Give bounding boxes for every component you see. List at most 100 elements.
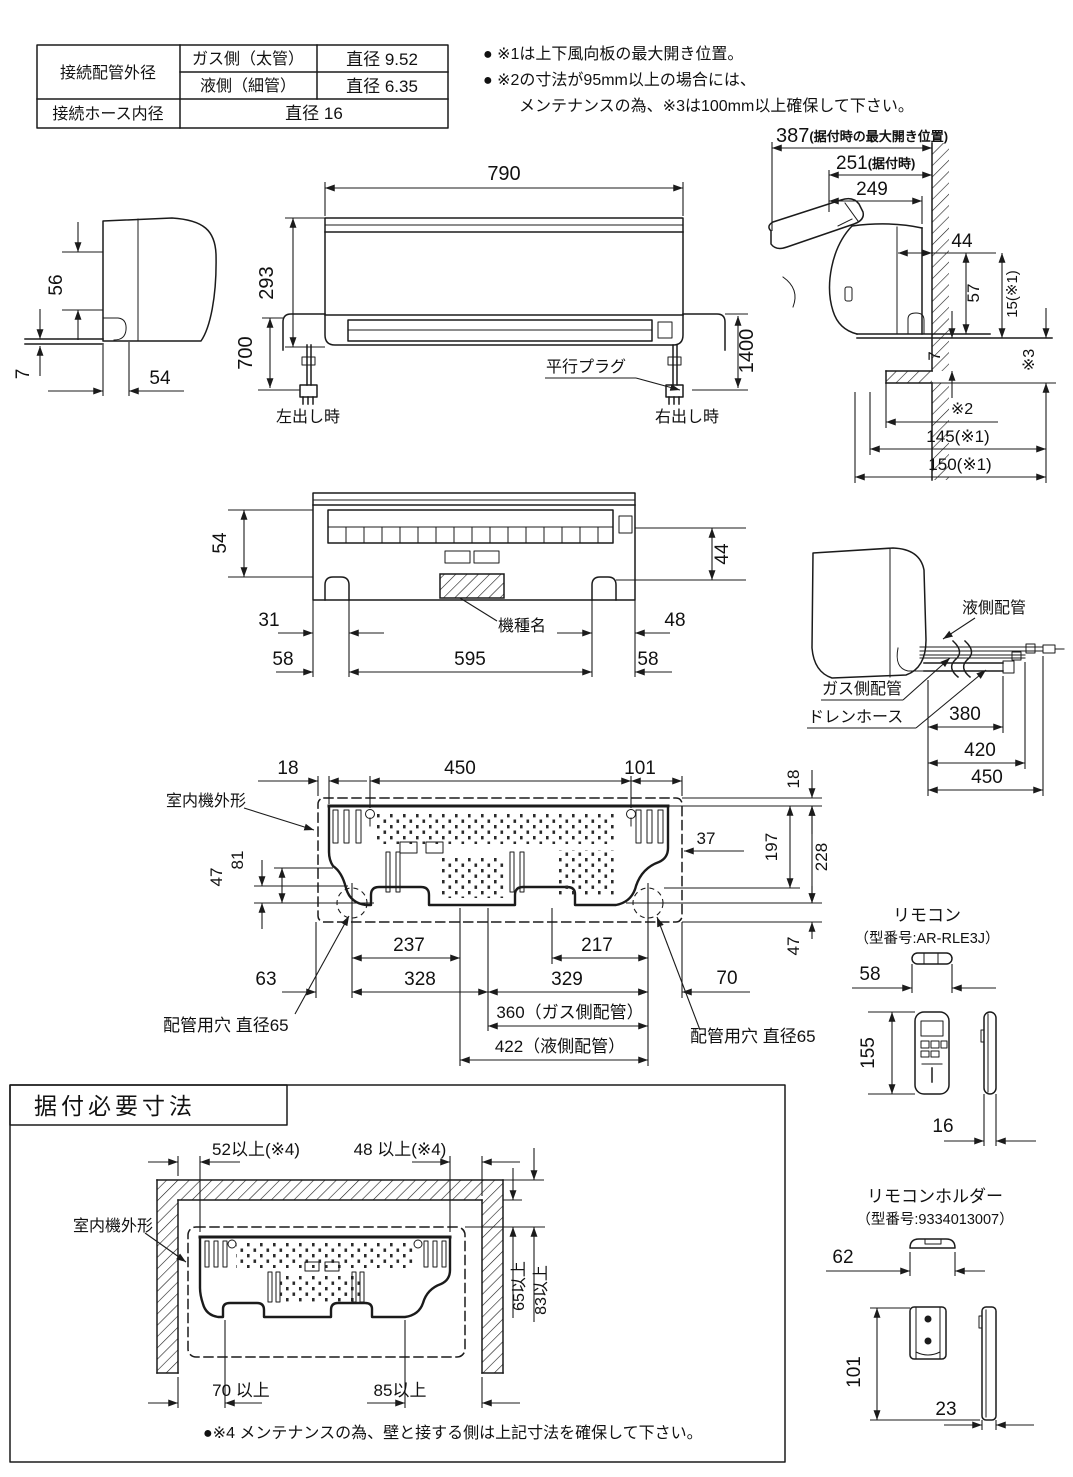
dimensions: 機種名 54 44 31 48 58 595 58 [210, 509, 746, 677]
front-view: 790 293 700 1400 平行プラグ 左出し時 右出し時 [235, 163, 758, 426]
plug-label: 平行プラグ [546, 358, 626, 376]
dim-217: 217 [581, 935, 613, 956]
install-title: 据付必要寸法 [34, 1093, 196, 1119]
dim-450-pipe: 450 [971, 767, 1003, 788]
dim-16: 16 [932, 1116, 953, 1137]
holder-front-view [909, 1306, 947, 1360]
grille-ticks [345, 526, 599, 544]
remote-title: リモコン [893, 906, 961, 925]
holder-title: リモコンホルダー [867, 1187, 1003, 1206]
dim-85: 85以上 [374, 1381, 427, 1400]
open-flap [768, 197, 865, 250]
dim-450: 450 [444, 758, 476, 779]
wall [885, 142, 949, 481]
dim-7b: 7 [925, 351, 944, 360]
notes: ● ※1は上下風向板の最大開き位置。 ● ※2の寸法が95mm以上の場合には、 … [483, 45, 914, 115]
note-3: メンテナンスの為、※3は100mm以上確保して下さい。 [519, 97, 914, 115]
dim-380: 380 [949, 704, 981, 725]
spec-liquid-label: 液側（細管） [200, 77, 296, 95]
holder-section: リモコンホルダー （型番号:9334013007） 62 101 23 [826, 1187, 1034, 1430]
dimensions: 387(据付時の最大開き位置) 251(据付時) 249 44 57 15(※1… [771, 125, 1056, 483]
dim-58-right: 58 [637, 649, 658, 670]
title-box [9, 1084, 288, 1126]
dim-47-left: 47 [207, 868, 226, 887]
mounting-plate [198, 1235, 452, 1319]
dim-18-right: 18 [784, 770, 803, 789]
dim-54-top: 54 [210, 532, 231, 554]
unit-outline [811, 547, 927, 679]
dim-249: 249 [856, 179, 888, 200]
dimensions: 室内機外形 52以上(※4) 48 以上(※4) 65以上 83以上 70 以上… [73, 1140, 703, 1442]
dim-note2: ※2 [951, 401, 973, 418]
dim-387-note: (据付時の最大開き位置) [809, 129, 948, 144]
rear-view: 室内機外形 18 450 101 18 197 228 47 37 [163, 758, 831, 1066]
section-border [9, 1084, 786, 1463]
dim-56: 56 [46, 274, 67, 295]
mounting-plate [327, 804, 670, 923]
dim-52: 52以上(※4) [212, 1140, 300, 1159]
dim-62: 62 [832, 1247, 853, 1268]
dim-387-value: 387 [776, 125, 809, 147]
install-note: ●※4 メンテナンスの為、壁と接する側は上記寸法を確保して下さい。 [203, 1423, 703, 1442]
dim-328: 328 [404, 969, 436, 990]
walls [156, 1179, 504, 1374]
left-foot [324, 576, 350, 601]
dim-101: 101 [624, 758, 656, 779]
pipe-hole-left-label: 配管用穴 直径65 [163, 1016, 289, 1035]
dim-54: 54 [149, 368, 171, 389]
dim-237: 237 [393, 935, 425, 956]
holder-side-view [978, 1306, 997, 1421]
dim-44: 44 [951, 231, 973, 252]
right-foot [591, 576, 617, 601]
dim-420: 420 [964, 740, 996, 761]
power-cords [299, 344, 684, 405]
piping-view: 液側配管 ガス側配管 ドレンホース 380 420 450 [807, 547, 1065, 796]
dim-251-note: (据付時) [868, 156, 916, 171]
dimensions: 62 101 23 [826, 1247, 1034, 1430]
dim-58-left: 58 [272, 649, 293, 670]
dim-48-install: 48 以上(※4) [354, 1140, 447, 1159]
holder-model: （型番号:9334013007） [856, 1211, 1013, 1228]
dimensions: 56 7 54 [13, 222, 184, 396]
pipe-hole-left [330, 883, 374, 923]
dim-7: 7 [13, 369, 34, 380]
unit-outline [24, 217, 217, 345]
dim-47-right: 47 [784, 937, 803, 956]
spec-table: 接続配管外径 ガス側（太管） 直径 9.52 液側（細管） 直径 6.35 接続… [36, 44, 449, 129]
dim-251-value: 251 [836, 153, 868, 174]
dim-15: 15(※1) [1004, 270, 1021, 318]
pipe-hole-right [626, 883, 670, 923]
spec-hose-value: 直径 16 [285, 104, 343, 123]
wall-side-view: 387(据付時の最大開き位置) 251(据付時) 249 44 57 15(※1… [768, 125, 1056, 483]
dim-58-remote: 58 [859, 964, 880, 985]
dim-197: 197 [762, 833, 781, 861]
dim-329: 329 [551, 969, 583, 990]
unit-outline [768, 197, 1053, 339]
drain-hose-label: ドレンホース [808, 709, 903, 726]
dim-81: 81 [228, 851, 247, 870]
dim-18-left: 18 [277, 758, 298, 779]
model-name-plate [439, 573, 505, 599]
dim-83: 83以上 [532, 1265, 550, 1315]
left-side-view: 56 7 54 [13, 217, 217, 396]
dim-387: 387(据付時の最大開き位置) [776, 125, 948, 147]
remote-section: リモコン （型番号:AR-RLE3J） 58 155 16 [852, 906, 1036, 1146]
outline-label-install: 室内機外形 [73, 1217, 153, 1235]
outline-label: 室内機外形 [166, 792, 246, 810]
remote-top-view [911, 952, 953, 965]
dim-360: 360（ガス側配管） [496, 1003, 643, 1022]
dim-1400: 1400 [736, 329, 758, 374]
dim-293: 293 [256, 266, 278, 299]
holder-top-view [909, 1238, 956, 1249]
pipes [919, 639, 1065, 679]
unit-outline [282, 217, 726, 351]
spec-gas-value: 直径 9.52 [346, 50, 418, 69]
dim-65: 65以上 [510, 1261, 528, 1311]
spec-hose-label: 接続ホース内径 [52, 105, 163, 123]
dim-31: 31 [258, 610, 279, 631]
unit-outline [312, 492, 636, 601]
top-view: 機種名 54 44 31 48 58 595 58 [210, 492, 746, 677]
labels-and-dimensions: 液側配管 ガス側配管 ドレンホース 380 420 450 [807, 599, 1044, 796]
dim-790: 790 [487, 163, 520, 185]
